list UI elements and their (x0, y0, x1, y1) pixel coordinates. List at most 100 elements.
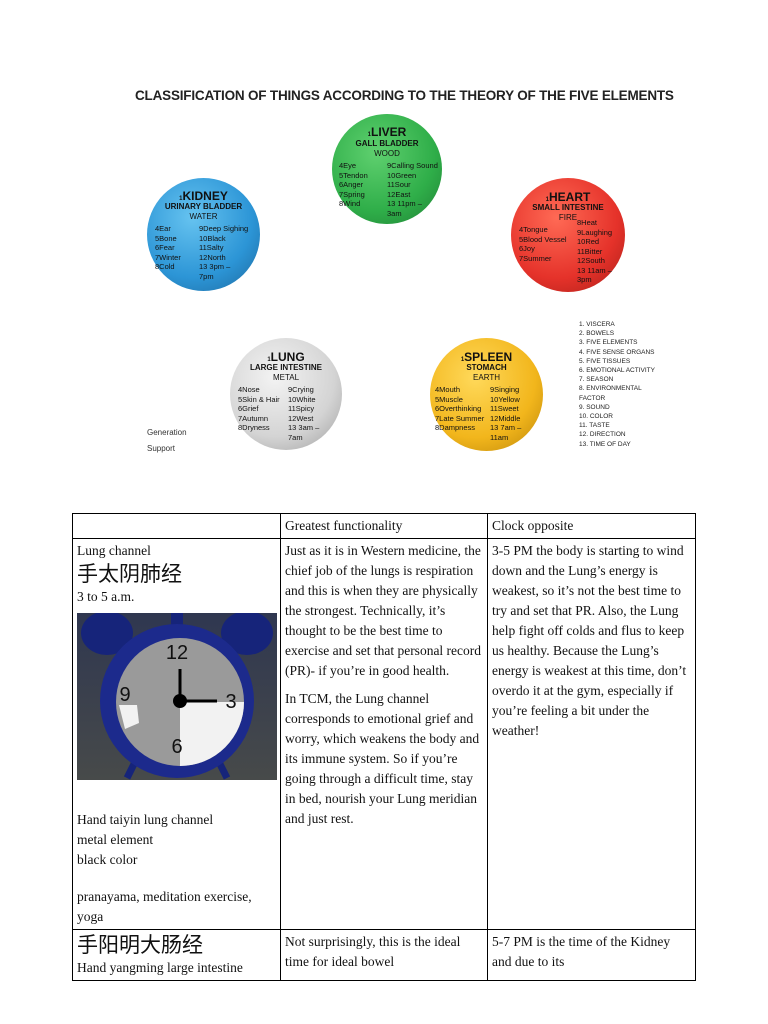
functionality-paragraph-2: In TCM, the Lung channel corresponds to … (285, 691, 480, 826)
attribute-line: 7Winter (155, 252, 181, 262)
attribute-line: 5Tendon (339, 170, 368, 180)
attribute-line: 7Late Summer (435, 413, 485, 423)
attribute-line: 12West (288, 413, 314, 423)
attribute-line: 8Wind (339, 199, 361, 208)
clock-opposite-cell: 3-5 PM the body is starting to wind down… (487, 538, 696, 930)
urinary-bladder-label: URINARY BLADDER (164, 202, 243, 211)
attribute-line: 13 3am – (288, 423, 320, 432)
clock-bell-left (81, 613, 133, 655)
key-list-item: 2. BOWELS (579, 330, 615, 338)
attribute-line: 7am (288, 432, 303, 442)
attribute-line: 4Eye (339, 161, 357, 170)
water-label: WATER (189, 212, 218, 221)
key-list-item: 6. EMOTIONAL ACTIVITY (579, 367, 655, 375)
header-cell-clock-opposite: Clock opposite (487, 513, 696, 539)
clock-number: 3 (225, 691, 236, 713)
key-list-item: 10. COLOR (579, 413, 613, 421)
key-list-item: 1. VISCERA (579, 321, 615, 328)
attribute-line: 11am (490, 432, 509, 442)
attribute-line: 7Autumn (238, 413, 269, 423)
attribute-line: 9Calling Sound (387, 161, 438, 170)
attribute-line: 10Black (199, 233, 226, 243)
attribute-line: 11Sweet (490, 404, 519, 413)
attribute-line: 10Green (387, 170, 417, 180)
attribute-line: 8Dampness (435, 423, 476, 432)
attribute-line: 7Spring (339, 189, 365, 199)
key-list-item: 7. SEASON (579, 376, 614, 384)
spleen-label: 1SPLEEN (460, 350, 513, 364)
attribute-line: 9Laughing (577, 227, 613, 237)
clock-face-patch (119, 705, 139, 729)
clock-bell-right (221, 613, 273, 655)
large-intestine-channel-cell: 手阳明大肠经 Hand yangming large intestine (72, 929, 281, 981)
stomach-label: STOMACH (466, 363, 507, 372)
channel-practice: pranayama, meditation exercise, yoga (77, 889, 252, 924)
attribute-line: 6Overthinking (435, 404, 482, 413)
attribute-line: 12North (199, 252, 226, 262)
attribute-line: 9Crying (288, 385, 314, 394)
large-intestine-label: LARGE INTESTINE (249, 363, 322, 372)
attribute-line: 10White (288, 394, 316, 404)
attribute-line: 7pm (199, 271, 214, 281)
key-list-item: 13. TIME OF DAY (579, 440, 631, 448)
attribute-line: 11Salty (199, 243, 224, 252)
fire-label: FIRE (558, 213, 578, 222)
attribute-line: 5Muscle (435, 394, 463, 404)
channel-english-name: Hand yangming large intestine (77, 960, 243, 975)
wood-label: WOOD (374, 149, 400, 158)
diagram-title: CLASSIFICATION OF THINGS ACCORDING TO TH… (135, 88, 674, 103)
key-list-item: 11. TASTE (579, 422, 610, 430)
heart-label: 1HEART (545, 190, 591, 204)
attribute-line: 6Fear (155, 243, 175, 252)
table-header-row: Greatest functionality Clock opposite (72, 513, 696, 539)
attribute-line: 13 3pm – (199, 262, 231, 271)
functionality-cell: Not surprisingly, this is the ideal time… (280, 929, 488, 981)
clock-top-knob (171, 613, 183, 627)
gall-bladder-label: GALL BLADDER (355, 139, 419, 148)
attribute-line: 8Heat (577, 218, 598, 227)
channel-english-name: Hand taiyin lung channel (77, 812, 214, 827)
attribute-line: 12Middle (490, 413, 521, 423)
header-cell-functionality: Greatest functionality (280, 513, 488, 539)
clock-center-pin (173, 694, 187, 708)
attribute-line: 9Singing (490, 385, 520, 394)
channel-element: metal element (77, 832, 154, 847)
meridian-table: Greatest functionality Clock opposite Lu… (72, 513, 696, 981)
small-intestine-label: SMALL INTESTINE (532, 203, 604, 212)
functionality-paragraph-1: Just as it is in Western medicine, the c… (285, 543, 482, 678)
clock-number: 6 (171, 736, 182, 758)
key-list-item: 3. FIVE ELEMENTS (579, 339, 638, 347)
attribute-line: 11Bitter (577, 246, 603, 256)
attribute-line: 4Mouth (435, 385, 461, 394)
five-elements-diagram: CLASSIFICATION OF THINGS ACCORDING TO TH… (95, 80, 695, 480)
channel-time: 3 to 5 a.m. (77, 589, 135, 604)
attribute-line: 9Deep Sighing (199, 224, 249, 233)
channel-chinese: 手阳明大肠经 (77, 933, 203, 957)
table-row: 手阳明大肠经 Hand yangming large intestine Not… (72, 929, 696, 981)
clock-number: 12 (166, 642, 188, 664)
attribute-line: 12South (577, 256, 605, 265)
attribute-line: 6Grief (238, 404, 259, 413)
clock-face-highlight (180, 702, 244, 766)
functionality-cell: Just as it is in Western medicine, the c… (280, 538, 488, 930)
attribute-line: 12East (387, 189, 411, 199)
attribute-line: 10Yellow (490, 394, 520, 404)
channel-color: black color (77, 852, 138, 867)
key-list-item: 8. ENVIRONMENTAL (579, 385, 642, 393)
legend-generation: Generation (147, 428, 187, 437)
attribute-line: 13 11pm – (387, 199, 422, 208)
